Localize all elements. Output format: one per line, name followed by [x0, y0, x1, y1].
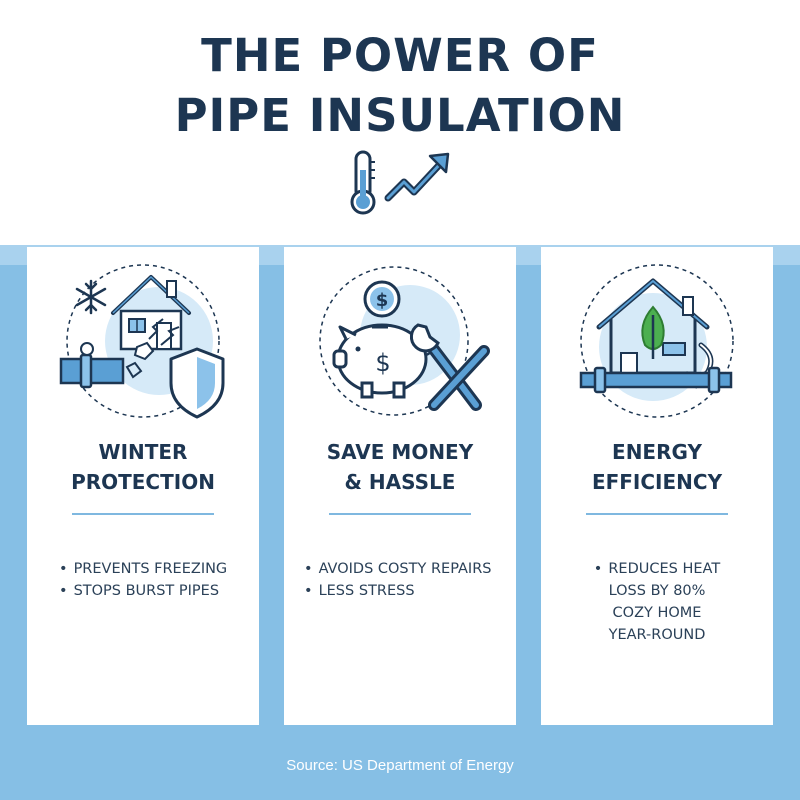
page-title: THE POWER OF PIPE INSULATION: [0, 26, 800, 146]
card-bullet-list: • PREVENTS FREEZING • STOPS BURST PIPES: [27, 558, 259, 602]
list-item: • LESS STRESS: [284, 580, 516, 602]
card-divider: [586, 513, 728, 515]
bullet-text: REDUCES HEAT: [608, 561, 721, 577]
page-title-line-2: PIPE INSULATION: [174, 89, 626, 142]
card-title-line-1: SAVE MONEY: [326, 440, 474, 464]
header-icon-group: [350, 150, 450, 215]
card-title-line-1: WINTER: [98, 440, 188, 464]
bullet-dot-icon: •: [304, 561, 313, 577]
list-item: • PREVENTS FREEZING: [27, 558, 259, 580]
house-icon: [111, 275, 191, 351]
card-title-line-2: & HASSLE: [344, 470, 456, 494]
shield-icon: [169, 347, 225, 419]
bullet-text: PREVENTS FREEZING: [73, 561, 228, 577]
list-item: LOSS BY 80%: [541, 580, 773, 602]
list-item: • AVOIDS COSTY REPAIRS: [284, 558, 516, 580]
list-item: • STOPS BURST PIPES: [27, 580, 259, 602]
card-title-line-1: ENERGY: [612, 440, 702, 464]
card-energy-efficiency: ENERGY EFFICIENCY • REDUCES HEAT LOSS BY …: [541, 247, 773, 725]
energy-efficiency-illustration: [579, 264, 734, 418]
bullet-text: STOPS BURST PIPES: [73, 583, 220, 599]
bullet-text: COZY HOME: [612, 605, 702, 621]
card-winter-protection: WINTER PROTECTION • PREVENTS FREEZING • ST…: [27, 247, 259, 725]
dollar-coin-icon: $: [363, 280, 401, 318]
list-item: YEAR-ROUND: [541, 624, 773, 646]
card-divider: [72, 513, 214, 515]
insulated-pipe-icon: [579, 366, 733, 394]
page-title-line-1: THE POWER OF: [201, 29, 599, 82]
piggy-bank-icon: $: [332, 323, 435, 399]
winter-protection-illustration: [59, 264, 225, 419]
bullet-dot-icon: •: [304, 583, 313, 599]
card-title: SAVE MONEY & HASSLE: [284, 437, 516, 497]
bullet-text: LESS STRESS: [318, 583, 415, 599]
trend-up-arrow-icon: [384, 152, 450, 202]
card-title-line-2: PROTECTION: [71, 470, 215, 494]
bullet-dot-icon: •: [59, 583, 68, 599]
source-citation: Source: US Department of Energy: [286, 757, 514, 774]
screwdriver-icon: [428, 345, 490, 411]
bullet-text: LOSS BY 80%: [608, 583, 706, 599]
burst-pipe-icon: [59, 318, 180, 389]
card-divider: [329, 513, 471, 515]
snowflake-icon: [75, 279, 107, 315]
card-bullet-list: • REDUCES HEAT LOSS BY 80% COZY HOME YEAR…: [541, 558, 773, 646]
thermometer-icon: [350, 150, 376, 215]
list-item: COZY HOME: [541, 602, 773, 624]
card-title: WINTER PROTECTION: [27, 437, 259, 497]
svg-text:$: $: [375, 349, 390, 377]
card-title-line-2: EFFICIENCY: [591, 470, 723, 494]
svg-text:$: $: [376, 290, 389, 311]
leaf-icon: [641, 305, 665, 359]
card-save-money: $ $ SAVE MONEY & HASSLE • AVOIDS COSTY RE…: [284, 247, 516, 725]
wrench-icon: [409, 323, 482, 411]
bullet-text: AVOIDS COSTY REPAIRS: [318, 561, 492, 577]
card-title: ENERGY EFFICIENCY: [541, 437, 773, 497]
bullet-text: YEAR-ROUND: [608, 627, 706, 643]
bullet-dot-icon: •: [59, 561, 68, 577]
card-bullet-list: • AVOIDS COSTY REPAIRS • LESS STRESS: [284, 558, 516, 602]
save-money-illustration: $ $: [319, 266, 490, 416]
bullet-dot-icon: •: [593, 561, 603, 577]
list-item: • REDUCES HEAT: [541, 558, 773, 580]
